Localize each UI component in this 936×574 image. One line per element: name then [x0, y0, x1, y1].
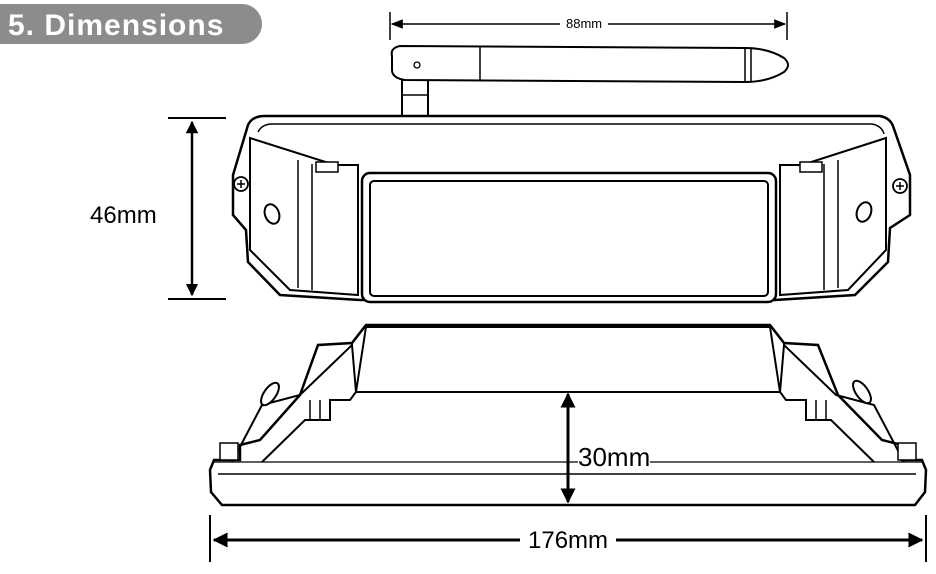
right-screw	[892, 178, 908, 194]
left-screw	[233, 176, 249, 192]
height-top-dimension-line	[168, 117, 226, 300]
section-title-badge: 5. Dimensions	[0, 4, 262, 44]
section-title: 5. Dimensions	[8, 9, 225, 42]
antenna-length-label: 88mm	[560, 16, 609, 31]
overall-length-label: 176mm	[520, 527, 617, 555]
height-side-label: 30mm	[578, 442, 651, 473]
device-top-view	[231, 114, 912, 304]
height-top-label: 46mm	[90, 202, 157, 230]
